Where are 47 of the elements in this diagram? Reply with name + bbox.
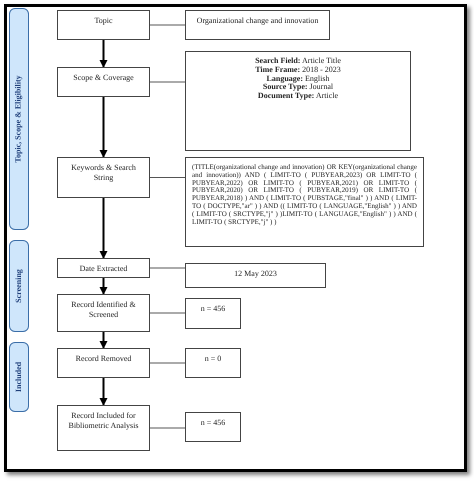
phase-tab xyxy=(9,240,29,332)
process-box xyxy=(57,67,150,97)
phase-label: Topic, Scope & Eligibility xyxy=(13,75,24,163)
box-text: 12 May 2023 xyxy=(233,269,278,279)
arrow xyxy=(100,378,108,406)
arrow xyxy=(100,332,108,349)
process-box xyxy=(185,298,241,329)
phase-label: Included xyxy=(13,362,24,392)
process-box xyxy=(185,412,241,442)
box-text: Record Identified & Screened xyxy=(70,300,137,320)
process-box xyxy=(57,258,150,278)
box-text: n = 456 xyxy=(200,304,226,314)
criteria-box xyxy=(185,51,411,151)
box-text: Record Removed xyxy=(74,354,132,364)
arrow xyxy=(100,278,108,295)
arrow xyxy=(100,97,108,158)
process-box xyxy=(185,348,241,378)
process-box xyxy=(57,157,150,198)
connector-line xyxy=(150,312,186,314)
box-text: Organizational change and innovation xyxy=(196,16,320,26)
box-text: Keywords & Search String xyxy=(70,163,137,182)
box-text: Language: English xyxy=(266,74,330,83)
search-string-box xyxy=(185,157,424,247)
box-text: n = 456 xyxy=(200,418,226,428)
box-text: Search Field: Article Title xyxy=(254,57,342,66)
phase-tab xyxy=(9,342,29,412)
box-text: Date Extracted xyxy=(78,264,128,274)
box-text: n = 0 xyxy=(204,354,222,364)
arrow xyxy=(100,40,108,68)
phase-tab xyxy=(9,8,29,230)
connector-line xyxy=(150,177,186,178)
process-box xyxy=(57,10,150,40)
box-text: Document Type: Article xyxy=(256,92,340,101)
arrow xyxy=(100,198,108,259)
connector-line xyxy=(150,24,186,26)
connector-line xyxy=(150,362,186,364)
process-box xyxy=(57,348,150,378)
box-text: Scope & Coverage xyxy=(72,73,135,83)
box-text: Time Frame: 2018 - 2023 xyxy=(254,66,342,75)
box-text: Record Included for Bibliometric Analysis xyxy=(68,411,140,430)
process-box xyxy=(185,263,326,288)
phase-label: Screening xyxy=(13,269,24,303)
process-box xyxy=(57,405,150,451)
box-text: Source Type: Journal xyxy=(262,83,334,92)
process-box xyxy=(185,10,330,40)
process-box xyxy=(57,294,150,332)
box-text: Topic xyxy=(93,16,114,26)
